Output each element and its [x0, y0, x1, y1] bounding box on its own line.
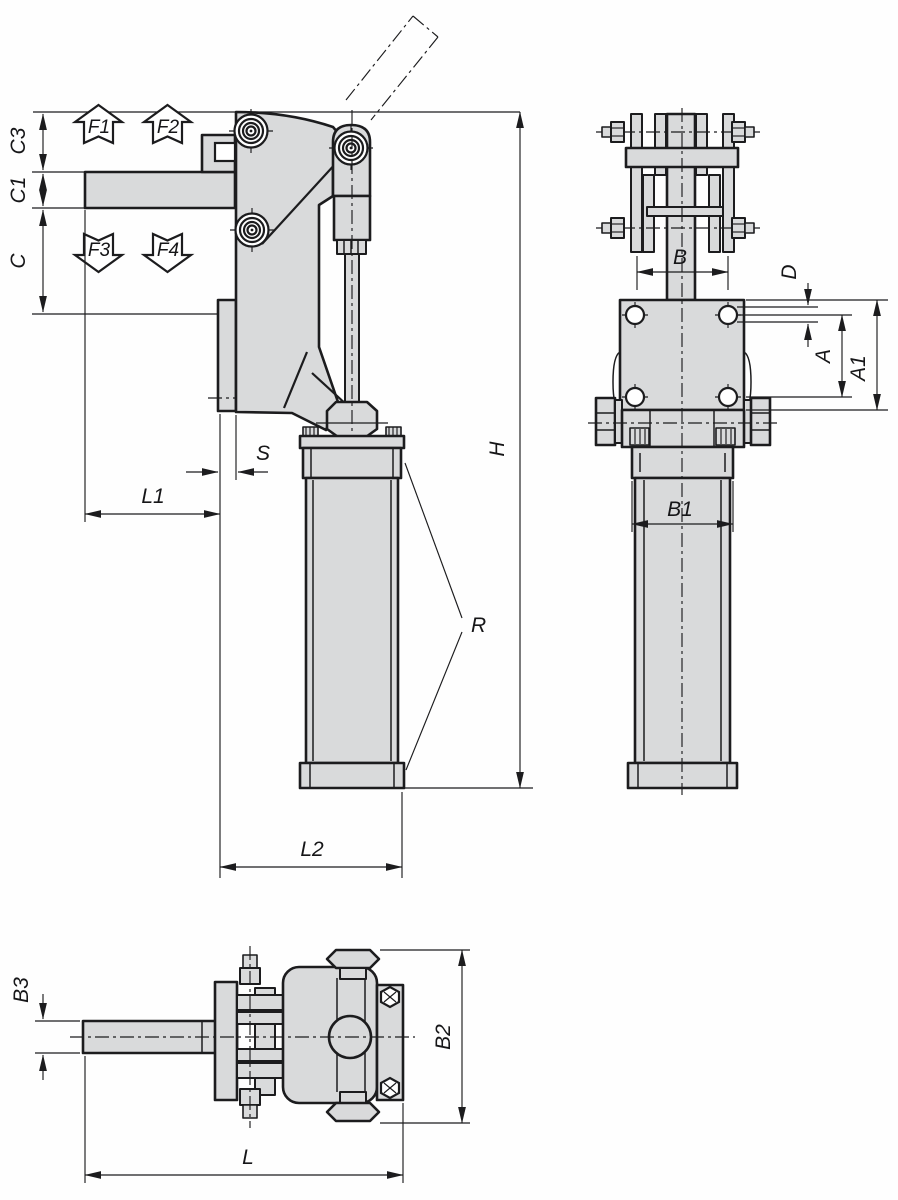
- label-d: D: [778, 264, 801, 279]
- cylinder-front: [298, 426, 406, 790]
- clamp-arm: [83, 170, 237, 210]
- label-b1: B1: [667, 498, 693, 521]
- top-dimensions: B3 B2 L: [10, 949, 470, 1183]
- hex-nut-icon: [325, 948, 381, 970]
- hex-screw-icon: [379, 1076, 401, 1100]
- arm-open-position-phantom: [345, 15, 439, 121]
- force-arrow-f4-icon: [140, 232, 195, 274]
- force-arrow-f1-icon: [71, 103, 126, 145]
- top-view: B3 B2 L: [10, 946, 470, 1183]
- clamp-front-geometry: [83, 109, 388, 458]
- force-arrows: F1 F2 F3 F4: [71, 103, 195, 274]
- label-a: A: [812, 349, 835, 365]
- label-l: L: [242, 1146, 254, 1169]
- link-plate: [722, 113, 735, 253]
- side-view: B B1 D A A1: [588, 108, 888, 795]
- label-f2: F2: [157, 117, 180, 138]
- hex-screw-icon: [379, 985, 401, 1009]
- link-plate: [213, 980, 239, 1102]
- pivot-bolt-icon: [230, 208, 274, 252]
- label-r: R: [471, 614, 486, 637]
- top-geometry: [70, 946, 415, 1128]
- label-f4: F4: [157, 240, 179, 261]
- label-c: C: [7, 253, 30, 269]
- label-c3: C3: [7, 127, 30, 154]
- hex-nut-icon: [731, 217, 746, 239]
- force-arrow-f2-icon: [140, 103, 195, 145]
- label-a1: A1: [847, 355, 870, 383]
- hex-nut-icon: [610, 217, 625, 239]
- label-f1: F1: [88, 117, 110, 138]
- front-dimensions: C3 C1 C S L1 L2 H R: [7, 111, 533, 878]
- hex-nut-icon: [610, 121, 625, 143]
- cylinder-end-cap: [298, 761, 406, 790]
- front-view: F1 F2 F3 F4 C3 C1 C S L1 L2: [7, 15, 533, 878]
- cylinder-barrel: [304, 476, 400, 765]
- label-l1: L1: [141, 485, 164, 508]
- hex-nut-icon: [749, 396, 772, 447]
- slide-block: [216, 298, 238, 413]
- label-h: H: [486, 441, 509, 457]
- label-c1: C1: [7, 177, 30, 204]
- link-plate: [630, 113, 643, 253]
- label-s: S: [256, 442, 270, 465]
- side-dimensions: B B1 D A A1: [631, 246, 888, 532]
- pivot-bolt-icon: [229, 109, 273, 153]
- mounting-hole-icon: [715, 384, 741, 410]
- label-f3: F3: [88, 240, 111, 261]
- front-reference-lines: [32, 111, 520, 315]
- label-b2: B2: [432, 1024, 455, 1050]
- mounting-hole-icon: [622, 384, 648, 410]
- hex-nut-icon: [325, 1101, 381, 1123]
- label-b: B: [673, 246, 687, 269]
- cylinder-head-flange: [301, 446, 403, 480]
- label-l2: L2: [300, 838, 324, 861]
- mounting-hole-icon: [622, 302, 648, 328]
- label-b3: B3: [10, 977, 33, 1003]
- hex-nut-icon: [594, 396, 617, 447]
- pivot-bolt-icon: [329, 126, 373, 170]
- force-arrow-f3-icon: [71, 232, 126, 274]
- hex-nut-icon: [731, 121, 746, 143]
